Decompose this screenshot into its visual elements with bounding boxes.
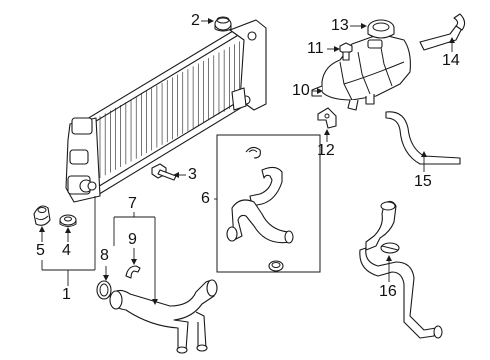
coolant-reservoir-part-10 [311, 33, 411, 111]
hose-part-6 [226, 146, 294, 272]
callout-16: 16 [379, 283, 397, 300]
clamp-part-8 [96, 280, 112, 300]
callout-14: 14 [442, 52, 460, 69]
callout-2: 2 [191, 12, 200, 29]
hose-kit-box [216, 134, 321, 273]
overflow-hose-part-14 [419, 13, 466, 51]
isolator-part-5 [33, 205, 51, 226]
bracket-part-12 [317, 107, 337, 129]
leader-lines [39, 18, 455, 305]
callout-3: 3 [188, 166, 197, 183]
callout-10: 10 [292, 82, 310, 99]
radiator [65, 19, 267, 203]
callout-5: 5 [36, 242, 45, 259]
pressure-cap-part-13 [367, 19, 395, 39]
callout-9: 9 [128, 231, 137, 248]
callout-6: 6 [201, 190, 210, 207]
callout-4: 4 [62, 242, 71, 259]
callout-12: 12 [317, 142, 335, 159]
callout-1: 1 [62, 286, 71, 303]
callout-15: 15 [414, 173, 432, 190]
grommet-part-2 [214, 16, 232, 32]
bolt-part-11 [339, 42, 353, 61]
bolt-part-3 [151, 163, 177, 181]
callout-8: 8 [100, 247, 109, 264]
hose-assembly-part-16 [359, 200, 443, 339]
hose-part-15 [385, 111, 461, 165]
callout-11: 11 [307, 40, 324, 57]
callout-7: 7 [128, 195, 137, 212]
bushing-part-4 [59, 214, 77, 227]
lower-hose-part-7 [109, 279, 218, 354]
clamp-part-9 [125, 265, 141, 279]
callout-13: 13 [331, 17, 349, 34]
